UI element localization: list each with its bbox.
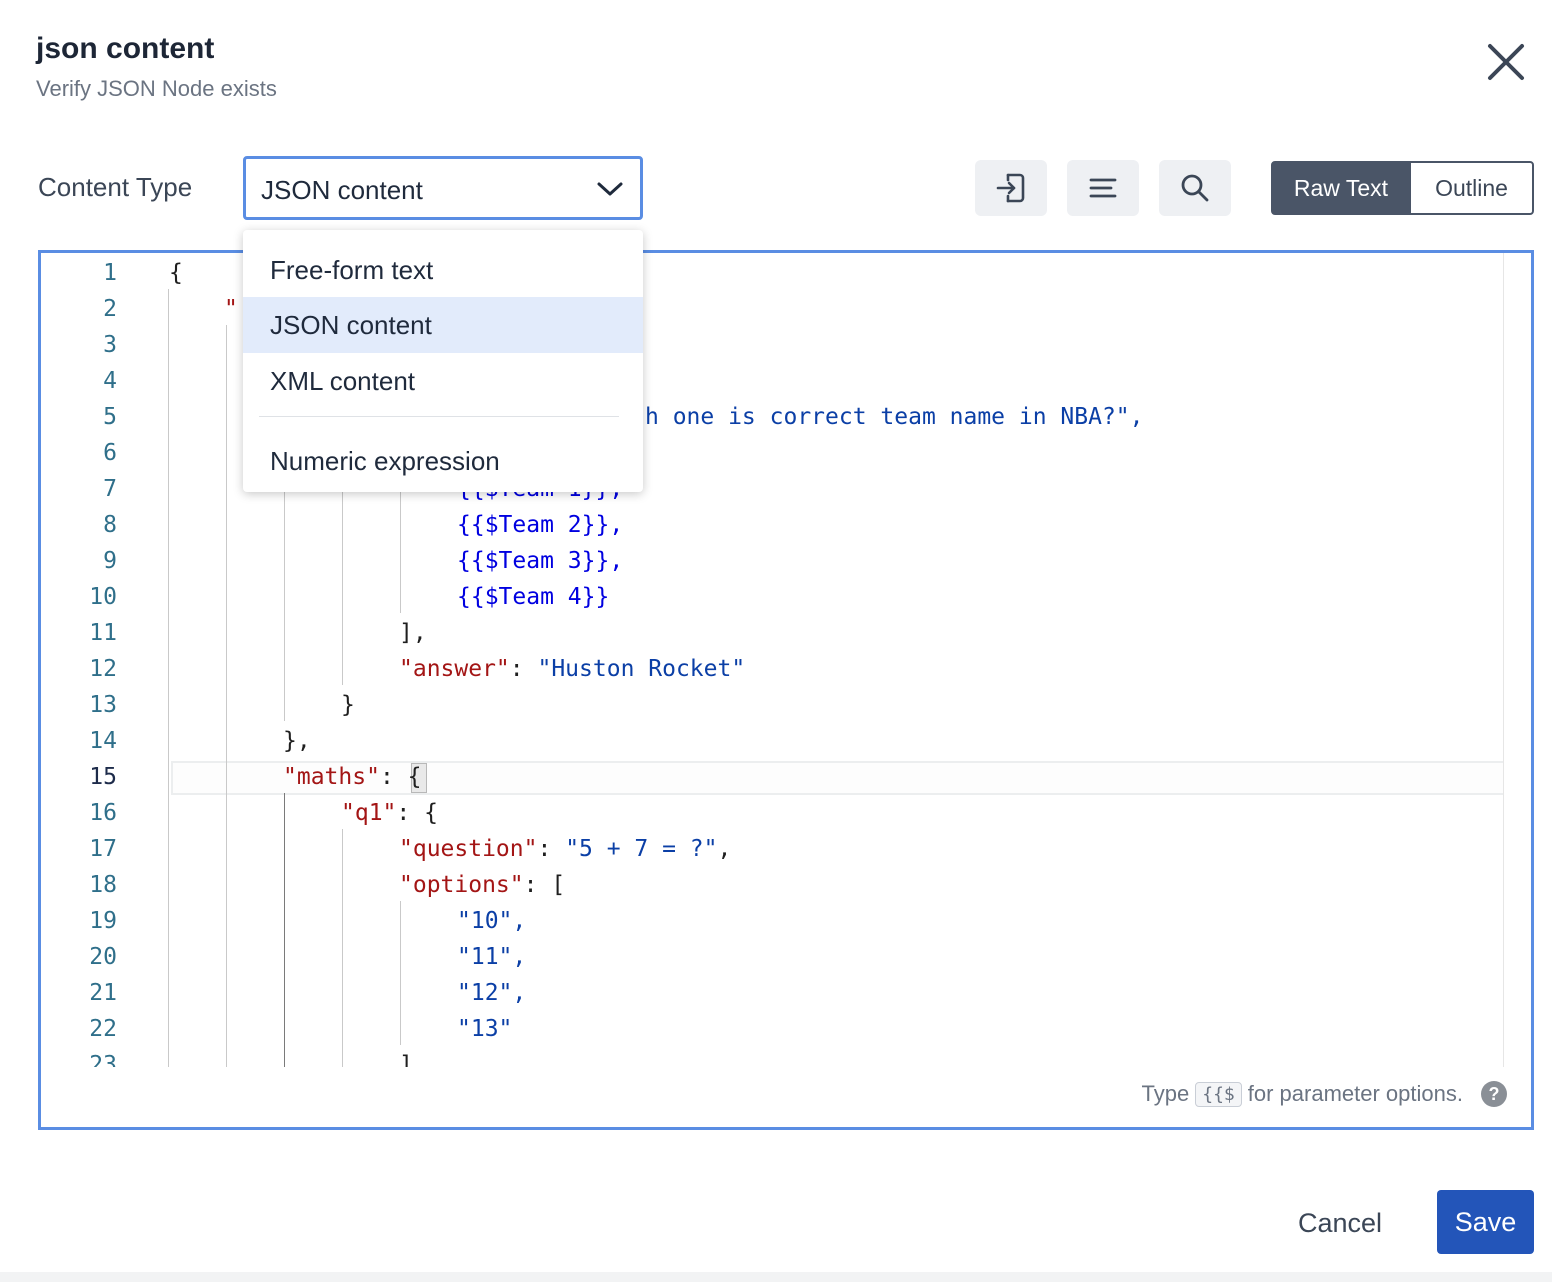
- view-raw-text-button[interactable]: Raw Text: [1271, 161, 1411, 215]
- save-button[interactable]: Save: [1437, 1190, 1534, 1254]
- matching-bracket-highlight: [411, 763, 427, 793]
- help-icon[interactable]: ?: [1481, 1081, 1507, 1107]
- search-icon: [1181, 174, 1209, 202]
- indent-guide: [400, 469, 401, 613]
- code-line: 10{{$Team 4}}: [89, 584, 610, 610]
- code-line: 17"question": "5 + 7 = ?",: [89, 836, 732, 862]
- code-line: 2": [103, 296, 238, 322]
- code-line: 6: [103, 440, 117, 466]
- code-line: 11],: [89, 620, 427, 646]
- view-outline-button[interactable]: Outline: [1409, 161, 1534, 215]
- code-line: 23]: [89, 1052, 413, 1067]
- code-line: 4: [103, 368, 117, 394]
- indent-guide: [226, 325, 227, 1067]
- cancel-button[interactable]: Cancel: [1297, 1207, 1383, 1238]
- code-line-active: 15"maths": {: [89, 764, 422, 790]
- search-button[interactable]: [1159, 160, 1231, 216]
- code-line: 21"12",: [89, 980, 527, 1006]
- code-line: 20"11",: [89, 944, 527, 970]
- dropdown-option-xml-content[interactable]: XML content: [270, 366, 416, 396]
- indent-guide: [342, 829, 343, 1067]
- dialog-subtitle: Verify JSON Node exists: [36, 76, 277, 101]
- current-line-highlight: [171, 761, 1504, 795]
- file-import-icon: [996, 173, 1025, 203]
- indent-guide: [400, 901, 401, 1045]
- bottom-bar: [0, 1272, 1552, 1282]
- import-button[interactable]: [975, 160, 1047, 216]
- code-line: 3: [103, 332, 117, 358]
- code-line: 19"10",: [89, 908, 527, 934]
- code-line: 12"answer": "Huston Rocket": [89, 656, 746, 682]
- close-icon: [1488, 44, 1524, 80]
- content-type-label: Content Type: [38, 172, 193, 202]
- indent-guide: [342, 469, 343, 685]
- chevron-down-icon: [597, 182, 623, 196]
- code-line: 16"q1": {: [89, 800, 438, 826]
- dropdown-option-free-form-text[interactable]: Free-form text: [270, 255, 434, 285]
- dialog-title: json content: [36, 32, 215, 65]
- content-type-select[interactable]: JSON content: [243, 156, 643, 220]
- indent-guide: [284, 433, 285, 721]
- code-line: 14},: [89, 728, 311, 754]
- code-line: 13}: [89, 692, 355, 718]
- dropdown-option-numeric-expression[interactable]: Numeric expression: [270, 446, 500, 476]
- code-line: 22"13": [89, 1016, 513, 1042]
- dropdown-divider: [259, 416, 619, 417]
- hint-prefix: Type: [1141, 1081, 1190, 1106]
- hint-code: {{$: [1195, 1081, 1242, 1107]
- content-type-selected-value: JSON content: [261, 175, 423, 205]
- indent-guide: [168, 289, 169, 1067]
- parameter-hint: Type {{$ for parameter options. ?: [1142, 1081, 1507, 1107]
- format-button[interactable]: [1067, 160, 1139, 216]
- editor-scrollbar-track[interactable]: [1503, 253, 1504, 1067]
- code-line: 1{: [103, 260, 183, 286]
- content-type-dropdown: Free-form text JSON content XML content …: [243, 230, 643, 492]
- code-line: 8{{$Team 2}},: [103, 512, 624, 538]
- close-button[interactable]: [1482, 38, 1530, 86]
- dropdown-option-json-content[interactable]: JSON content: [243, 297, 643, 353]
- code-line: 18"options": [: [89, 872, 566, 898]
- code-line: 9{{$Team 3}},: [103, 548, 624, 574]
- indent-guide-active: [284, 793, 285, 1067]
- hint-suffix: for parameter options.: [1247, 1081, 1463, 1106]
- format-lines-icon: [1089, 178, 1117, 198]
